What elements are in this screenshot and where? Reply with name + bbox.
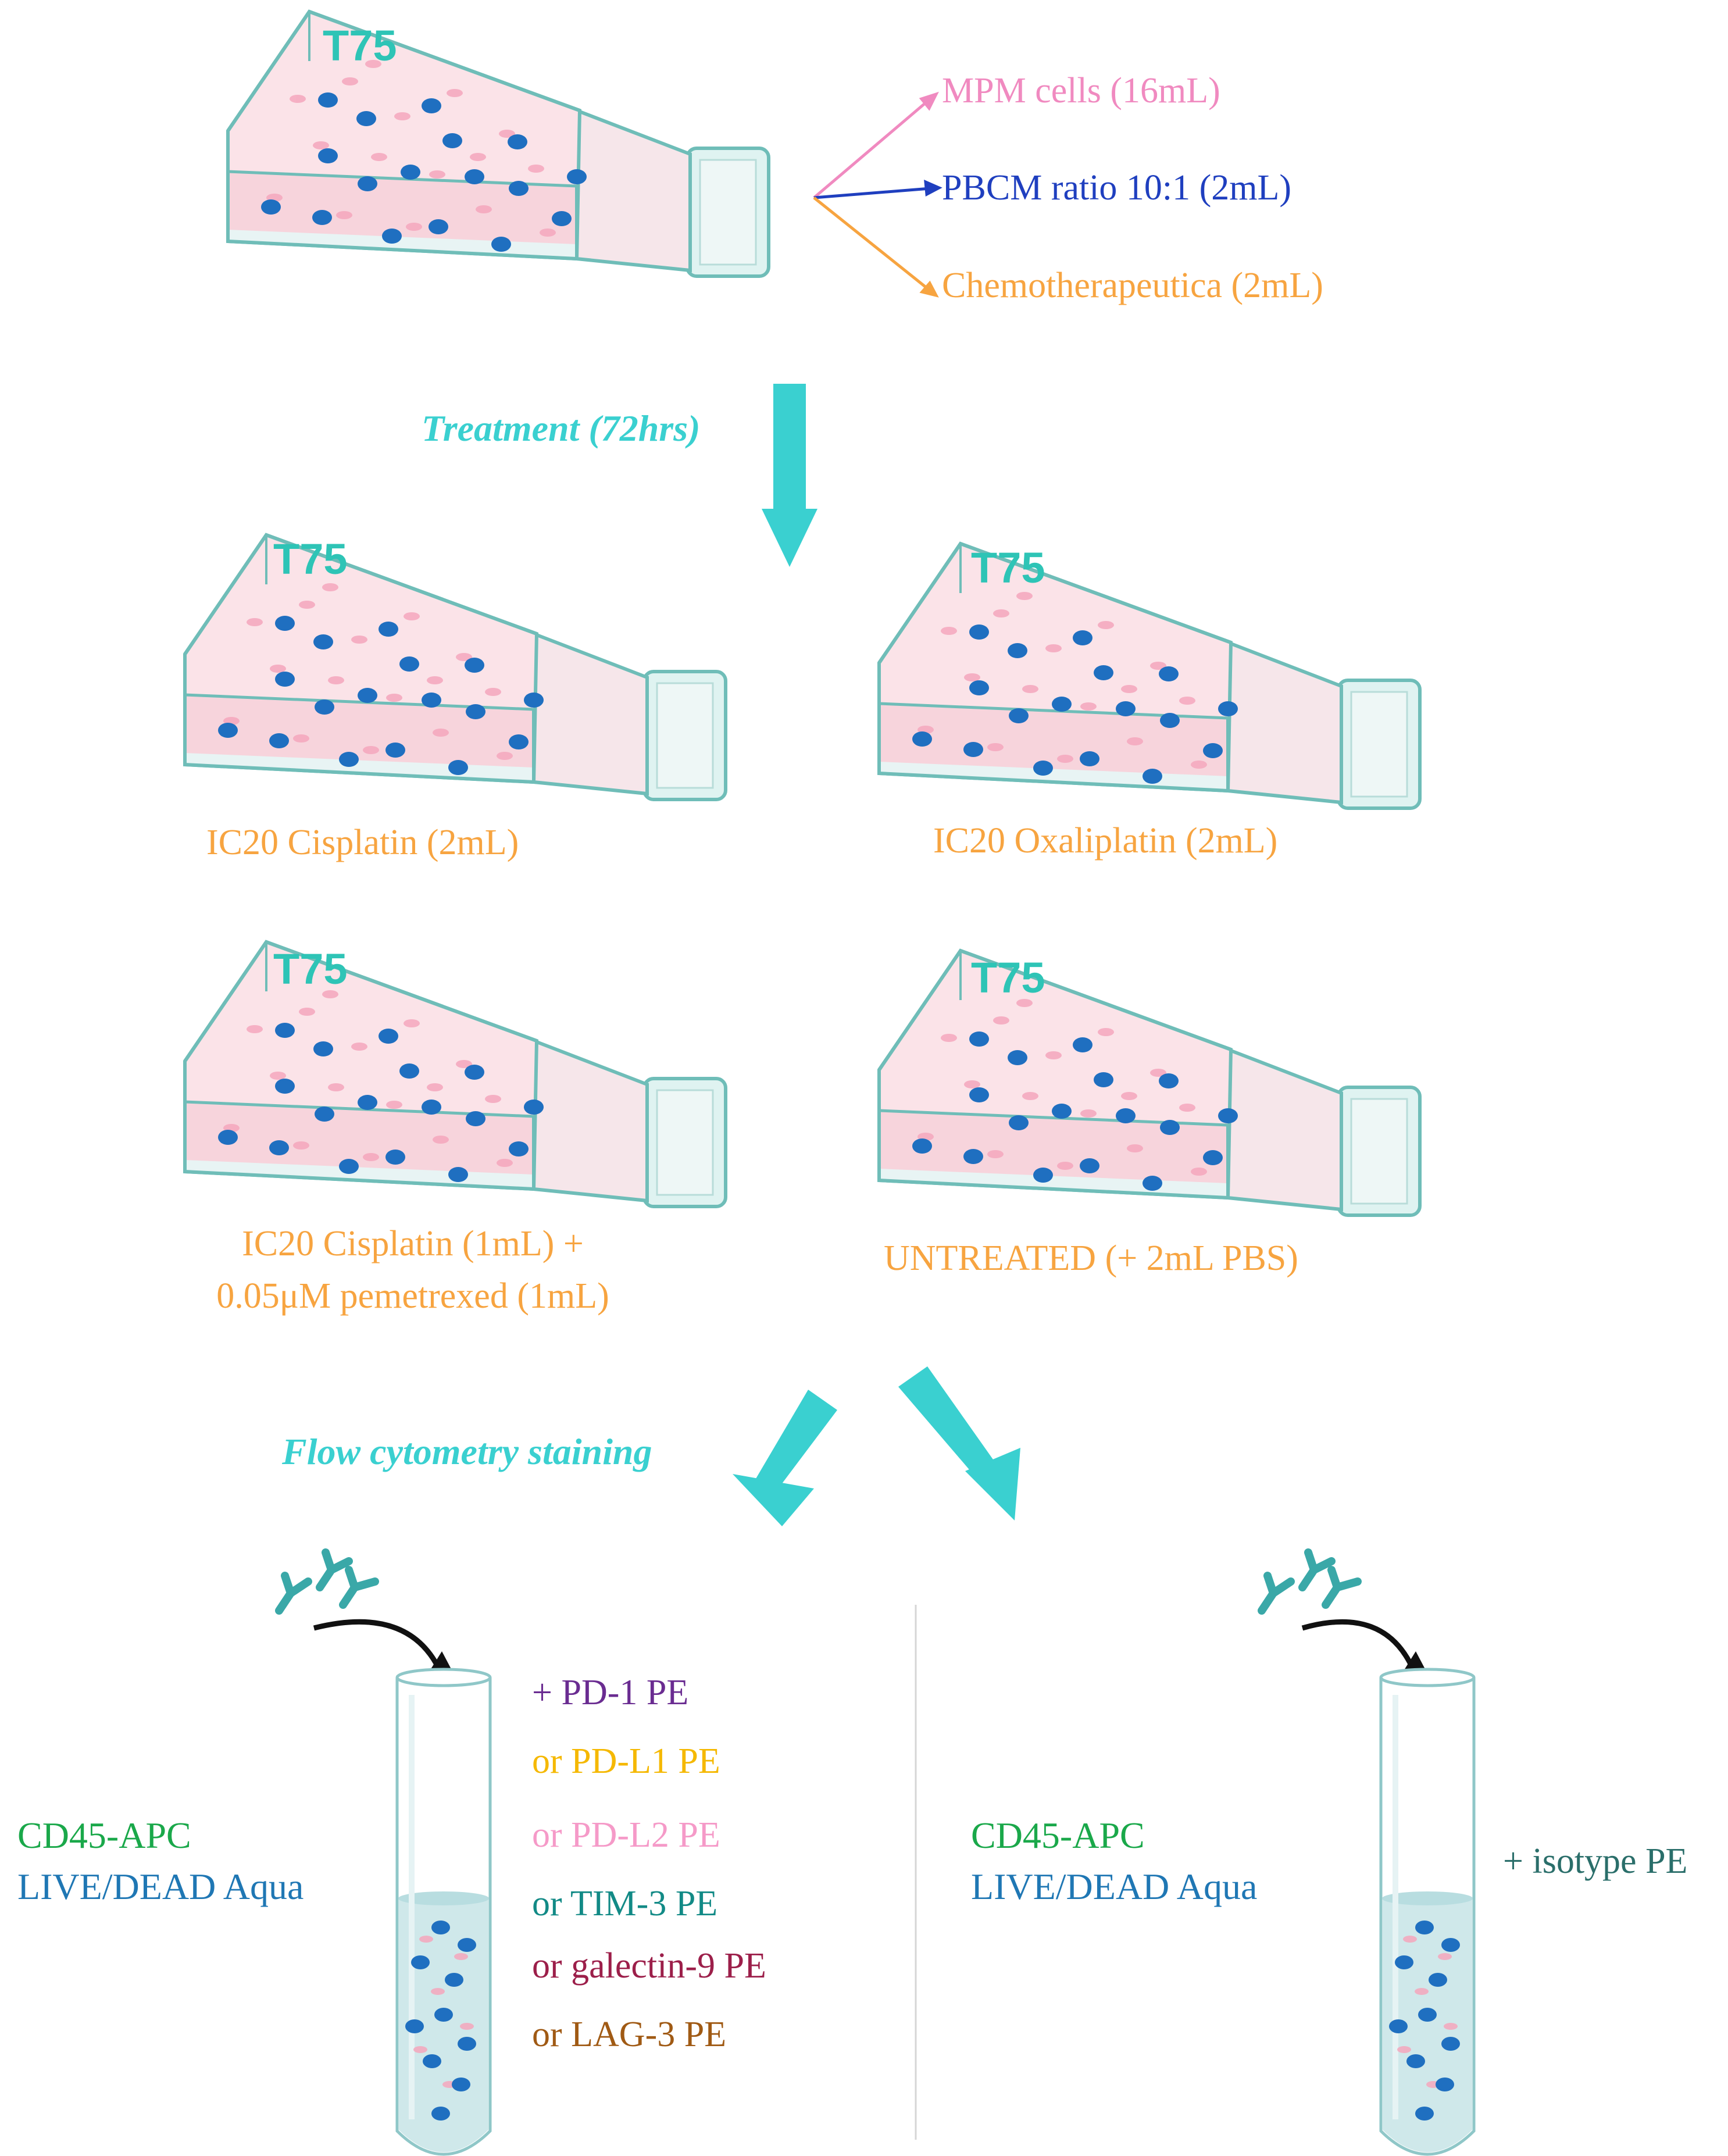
stain-tim3: or TIM-3 PE bbox=[532, 1884, 718, 1923]
flask-top bbox=[228, 12, 769, 276]
stain-pd1: + PD-1 PE bbox=[532, 1673, 689, 1712]
antibodies-icon-left bbox=[279, 1552, 375, 1611]
condition-cisplatin-pemetrexed-line2: 0.05μM pemetrexed (1mL) bbox=[216, 1276, 609, 1316]
flow-cytometry-label: Flow cytometry staining bbox=[282, 1431, 652, 1472]
flask-label-untreated: T75 bbox=[971, 954, 1045, 1002]
stain-galectin9: or galectin-9 PE bbox=[532, 1946, 766, 1986]
flask-label-cisplatin: T75 bbox=[273, 535, 348, 583]
antibodies-icon-right bbox=[1262, 1552, 1358, 1611]
stain-pdl2: or PD-L2 PE bbox=[532, 1815, 720, 1855]
tube-left bbox=[397, 1669, 490, 2154]
input-pbcm: PBCM ratio 10:1 (2mL) bbox=[942, 168, 1292, 208]
antibody-arrow-left bbox=[313, 1619, 442, 1670]
flask-cisplatin bbox=[185, 535, 726, 799]
tube-right bbox=[1381, 1669, 1474, 2154]
flask-oxaliplatin bbox=[879, 544, 1420, 808]
flask-untreated bbox=[879, 951, 1420, 1215]
right-livedead: LIVE/DEAD Aqua bbox=[971, 1866, 1258, 1907]
right-cd45: CD45-APC bbox=[971, 1815, 1145, 1856]
condition-cisplatin: IC20 Cisplatin (2mL) bbox=[206, 823, 519, 862]
treatment-arrow bbox=[762, 384, 817, 567]
left-cd45: CD45-APC bbox=[17, 1815, 191, 1856]
input-chemo: Chemotherapeutica (2mL) bbox=[942, 266, 1323, 305]
flask-label-top: T75 bbox=[323, 22, 397, 70]
left-livedead: LIVE/DEAD Aqua bbox=[17, 1866, 304, 1907]
flask-cisplatin-pemetrexed bbox=[185, 942, 726, 1206]
condition-cisplatin-pemetrexed-line1: IC20 Cisplatin (1mL) + bbox=[242, 1224, 584, 1263]
treatment-label: Treatment (72hrs) bbox=[422, 408, 701, 449]
flask-label-cisplatin-pemetrexed: T75 bbox=[273, 945, 348, 993]
stain-pdl1: or PD-L1 PE bbox=[532, 1741, 720, 1781]
flask-label-oxaliplatin: T75 bbox=[971, 544, 1045, 592]
condition-oxaliplatin: IC20 Oxaliplatin (2mL) bbox=[933, 821, 1278, 861]
stain-isotype: + isotype PE bbox=[1503, 1841, 1688, 1881]
flow-arrows bbox=[733, 1366, 1020, 1526]
input-mpm-cells: MPM cells (16mL) bbox=[942, 71, 1220, 110]
input-arrows bbox=[813, 91, 942, 298]
condition-untreated: UNTREATED (+ 2mL PBS) bbox=[884, 1238, 1298, 1278]
antibody-arrow-right bbox=[1301, 1619, 1416, 1670]
stain-lag3: or LAG-3 PE bbox=[532, 2015, 727, 2054]
